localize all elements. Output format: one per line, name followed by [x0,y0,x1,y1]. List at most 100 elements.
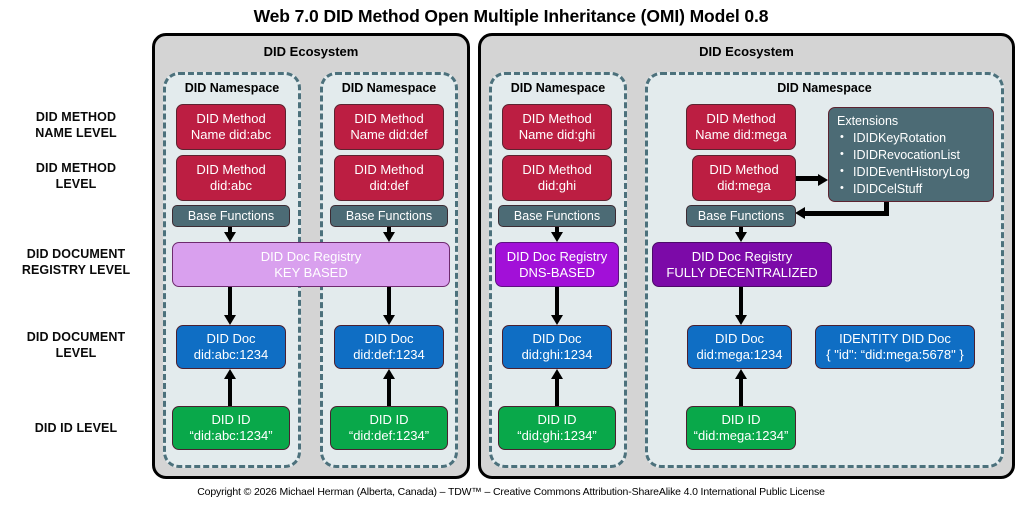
arrow-ghi-base-to-registry [555,227,559,234]
namespace-title: DID Namespace [777,81,872,95]
node-line1: DID Doc Registry [506,248,608,264]
extension-item[interactable]: IDIDCelStuff [840,180,970,198]
node-line1: DID Method [706,111,776,126]
node-line1: DID Method [522,162,592,177]
node-line1: Base Functions [513,209,601,223]
node-line2: DNS-BASED [519,264,595,280]
arrow-head-up [734,369,747,379]
node-line2: did:abc:1234 [193,347,269,362]
level-label-method-name: DID METHOD NAME LEVEL [0,109,152,141]
node-base-functions-mega[interactable]: Base Functions [686,205,796,227]
node-line1: DID Doc Registry [691,248,793,264]
node-line2: Name did:mega [695,127,787,142]
node-line1: DID Doc [364,331,414,346]
node-extensions[interactable]: Extensions IDIDKeyRotation IDIDRevocatio… [828,107,994,202]
namespace-title: DID Namespace [184,81,280,95]
node-line1: DID ID [537,412,577,427]
node-line2: did:def:1234 [353,347,425,362]
extension-item[interactable]: IDIDEventHistoryLog [840,163,970,181]
node-did-id-ghi[interactable]: DID ID “did:ghi:1234” [498,406,616,450]
node-line1: DID Doc [714,331,765,346]
node-line1: DID ID [721,412,761,427]
level-label-document: DID DOCUMENT LEVEL [0,329,152,361]
node-line2: did:mega [717,178,771,193]
node-registry-key-based[interactable]: DID Doc Registry KEY BASED [172,242,450,287]
node-line1: DID Method [196,111,266,126]
arrow-def-registry-to-doc [387,287,391,317]
node-did-doc-ghi[interactable]: DID Doc did:ghi:1234 [502,325,612,369]
node-line2: did:abc [210,178,252,193]
level-label-registry: DID DOCUMENT REGISTRY LEVEL [0,246,152,278]
arrow-def-id-to-doc [387,378,391,407]
arrow-extensions-to-base [805,211,889,216]
node-line1: Base Functions [345,209,433,223]
node-base-functions-ghi[interactable]: Base Functions [498,205,616,227]
arrow-head-down [734,315,747,325]
extension-item[interactable]: IDIDKeyRotation [840,129,970,147]
node-line2: “did:ghi:1234” [517,428,597,443]
node-method-abc[interactable]: DID Method did:abc [176,155,286,201]
node-line1: DID Doc [532,331,582,346]
node-line2: KEY BASED [274,264,348,280]
arrow-mega-registry-to-doc [739,287,743,317]
node-method-ghi[interactable]: DID Method did:ghi [502,155,612,201]
node-registry-dns-based[interactable]: DID Doc Registry DNS-BASED [495,242,619,287]
node-line2: did:def [369,178,409,193]
node-did-id-abc[interactable]: DID ID “did:abc:1234” [172,406,290,450]
arrow-ghi-id-to-doc [555,378,559,407]
namespace-title: DID Namespace [341,81,437,95]
level-label-line1: DID DOCUMENT [26,247,126,261]
level-label-line1: DID METHOD [35,161,117,175]
node-line2: { "id": “did:mega:5678" } [826,347,964,362]
node-line2: Name did:def [350,127,428,142]
page-title: Web 7.0 DID Method Open Multiple Inherit… [253,6,769,26]
level-label-method: DID METHOD LEVEL [0,160,152,192]
node-base-functions-abc[interactable]: Base Functions [172,205,290,227]
node-identity-did-doc[interactable]: IDENTITY DID Doc { "id": “did:mega:5678"… [815,325,975,369]
node-line2: “did:abc:1234” [189,428,273,443]
arrow-head-down [550,232,563,242]
node-method-name-mega[interactable]: DID Method Name did:mega [686,104,796,150]
node-did-doc-def[interactable]: DID Doc did:def:1234 [334,325,444,369]
arrow-extensions-down-segment [884,202,889,216]
node-line2: did:mega:1234 [696,347,783,362]
node-method-mega[interactable]: DID Method did:mega [692,155,796,201]
node-line2: “did:mega:1234” [693,428,789,443]
node-line2: did:ghi [537,178,577,193]
extension-item[interactable]: IDIDRevocationList [840,146,970,164]
node-line1: Base Functions [187,209,275,223]
level-label-line1: DID ID LEVEL [34,421,118,435]
node-method-def[interactable]: DID Method did:def [334,155,444,201]
arrow-abc-registry-to-doc [228,287,232,317]
arrow-mega-method-to-extensions [796,176,820,181]
arrow-head-down [734,232,747,242]
level-label-line2: LEVEL [55,177,97,191]
node-did-id-mega[interactable]: DID ID “did:mega:1234” [686,406,796,450]
node-base-functions-def[interactable]: Base Functions [330,205,448,227]
arrow-mega-base-to-registry [739,227,743,234]
node-registry-fully-decentralized[interactable]: DID Doc Registry FULLY DECENTRALIZED [652,242,832,287]
node-line1: Base Functions [697,209,785,223]
node-line2: Name did:ghi [518,127,596,142]
arrow-head-down [223,315,236,325]
arrow-head-down [382,315,395,325]
arrow-head-down [382,232,395,242]
node-method-name-abc[interactable]: DID Method Name did:abc [176,104,286,150]
node-line2: FULLY DECENTRALIZED [666,264,818,280]
node-method-name-def[interactable]: DID Method Name did:def [334,104,444,150]
namespace-title: DID Namespace [510,81,606,95]
node-did-doc-mega[interactable]: DID Doc did:mega:1234 [687,325,792,369]
arrow-head-right [818,173,828,186]
extensions-heading: Extensions [837,114,899,128]
arrow-head-up [550,369,563,379]
node-line1: DID Doc [206,331,256,346]
arrow-head-up [223,369,236,379]
level-label-line2: LEVEL [55,346,97,360]
level-label-line2: REGISTRY LEVEL [21,263,131,277]
arrow-head-down [223,232,236,242]
arrow-head-down [550,315,563,325]
node-method-name-ghi[interactable]: DID Method Name did:ghi [502,104,612,150]
node-did-id-def[interactable]: DID ID “did:def:1234” [330,406,448,450]
node-did-doc-abc[interactable]: DID Doc did:abc:1234 [176,325,286,369]
